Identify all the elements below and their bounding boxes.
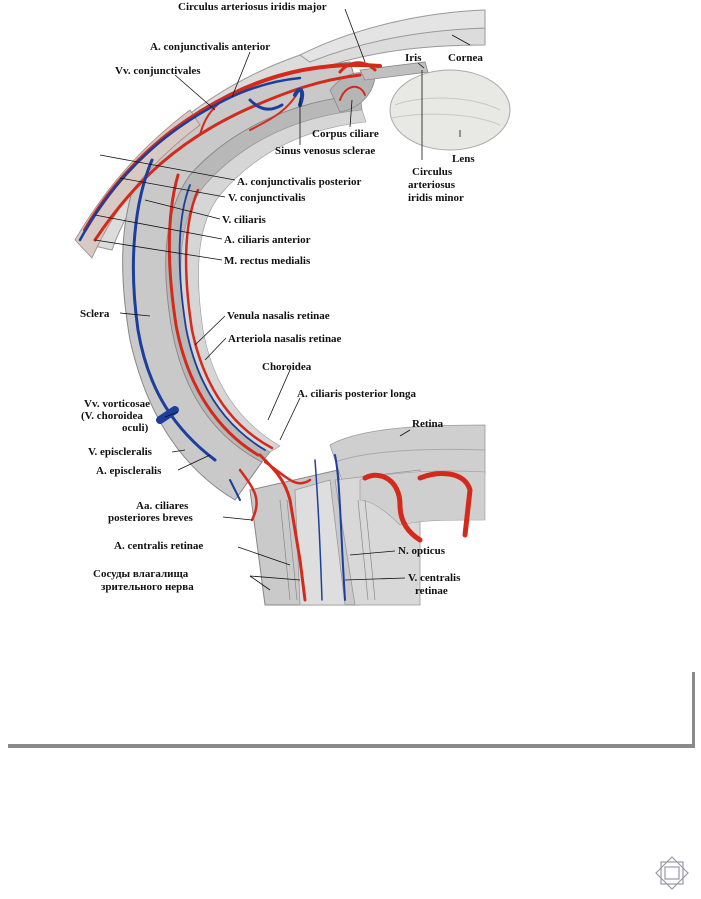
frame-line-vertical <box>692 672 695 748</box>
label-a-episcleralis: A. episcleralis <box>96 465 162 477</box>
labels: Circulus arteriosus iridis major A. conj… <box>80 1 483 597</box>
label-sinus-venosus: Sinus venosus sclerae <box>275 145 375 157</box>
label-v-centralis-1: V. centralis <box>408 572 461 584</box>
frame-line-horizontal <box>8 744 695 748</box>
label-a-conjunctivalis-anterior: A. conjunctivalis anterior <box>150 41 270 53</box>
label-circulus-minor-3: iridis minor <box>408 192 464 204</box>
label-sosudy-1: Сосуды влагалища <box>93 568 189 580</box>
label-vv-vorticosae-3: oculi) <box>122 422 149 434</box>
label-v-episcleralis: V. episcleralis <box>88 446 153 458</box>
leader-lines <box>94 8 471 591</box>
label-a-centralis-retinae: A. centralis retinae <box>114 540 203 552</box>
anatomy-drawing <box>74 9 511 606</box>
label-n-opticus: N. opticus <box>398 545 446 557</box>
label-v-ciliaris: V. ciliaris <box>222 214 267 226</box>
label-choroidea: Choroidea <box>262 361 312 373</box>
label-corpus-ciliare: Corpus ciliare <box>312 128 379 140</box>
label-arteriola-nasalis: Arteriola nasalis retinae <box>228 333 342 345</box>
label-v-centralis-2: retinae <box>415 585 448 597</box>
label-sclera: Sclera <box>80 308 110 320</box>
label-aa-ciliares-2: posteriores breves <box>108 512 194 524</box>
label-sosudy-2: зрительного нерва <box>101 581 194 593</box>
label-retina: Retina <box>412 418 444 430</box>
label-cornea: Cornea <box>448 52 483 64</box>
label-venula-nasalis: Venula nasalis retinae <box>227 310 330 322</box>
label-iris: Iris <box>405 52 422 64</box>
label-aa-ciliares-1: Aa. ciliares <box>136 500 189 512</box>
label-lens: Lens <box>452 153 475 165</box>
slide-nav-icon[interactable] <box>654 855 690 891</box>
label-vv-vorticosae-1: Vv. vorticosae <box>84 398 150 410</box>
label-circulus-minor-1: Circulus <box>412 166 453 178</box>
label-a-conjunctivalis-posterior: A. conjunctivalis posterior <box>237 176 361 188</box>
label-vv-conjunctivales: Vv. conjunctivales <box>115 65 201 77</box>
label-v-conjunctivalis: V. conjunctivalis <box>228 192 306 204</box>
label-circulus-minor-2: arteriosus <box>408 179 456 191</box>
label-a-ciliaris-posterior-longa: A. ciliaris posterior longa <box>297 388 416 400</box>
label-m-rectus-medialis: M. rectus medialis <box>224 255 311 267</box>
label-a-ciliaris-anterior: A. ciliaris anterior <box>224 234 311 246</box>
label-vv-vorticosae-2: (V. choroidea <box>81 410 143 422</box>
label-circulus-major: Circulus arteriosus iridis major <box>178 1 327 13</box>
